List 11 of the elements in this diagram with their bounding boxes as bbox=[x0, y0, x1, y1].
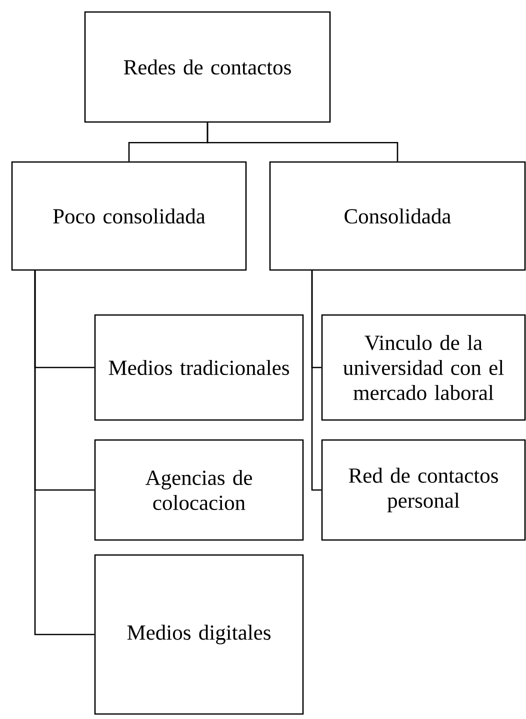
connector bbox=[206, 122, 398, 162]
connector bbox=[311, 270, 322, 491]
box: Medios tradicionales bbox=[94, 314, 304, 421]
connector bbox=[34, 270, 94, 636]
box: Consolidada bbox=[269, 161, 526, 271]
box: Vinculo de la universidad con el mercado laboral bbox=[321, 314, 526, 421]
box: Poco consolidada bbox=[11, 161, 247, 271]
box: Redes de contactos bbox=[84, 11, 331, 123]
box: Red de contactos personal bbox=[321, 439, 526, 541]
box: Agencias de colocacion bbox=[94, 439, 304, 541]
box: Medios digitales bbox=[94, 554, 304, 715]
